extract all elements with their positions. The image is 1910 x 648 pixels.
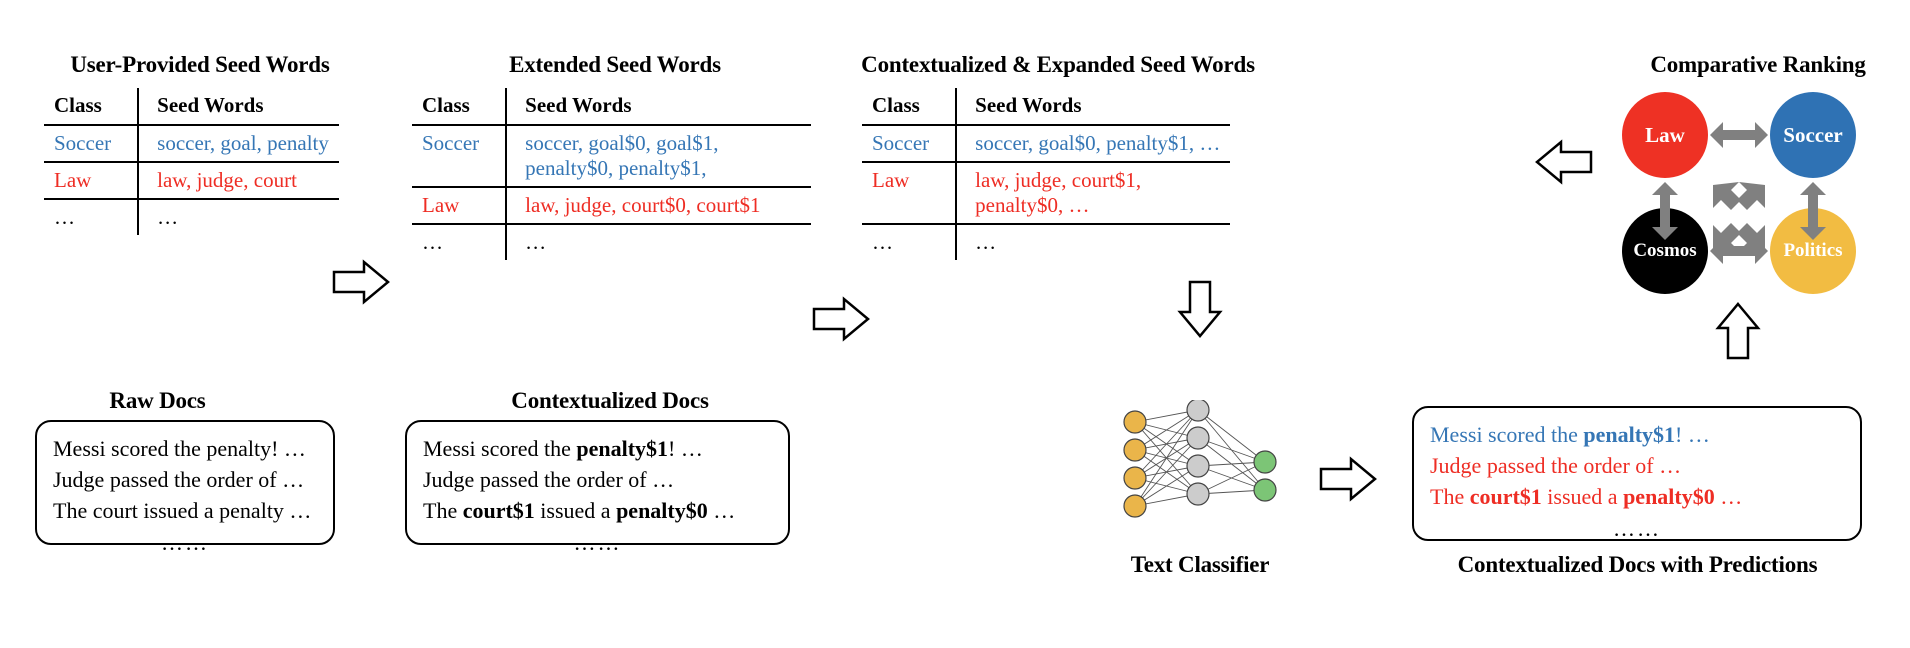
table-row: … … <box>862 224 1231 260</box>
col-header-class: Class <box>412 88 507 126</box>
contextualized-doc-line: Judge passed the order of … <box>423 464 772 495</box>
prediction-doc-line: The court$1 issued a penalty$0 … <box>1430 481 1844 512</box>
col-header-class: Class <box>862 88 957 126</box>
table-header-row: Class Seed Words <box>862 88 1231 126</box>
ranking-node-law[interactable]: Law <box>1622 92 1708 178</box>
col-header-seed-words: Seed Words <box>505 88 812 126</box>
arrow-right-docs-to-classifier <box>810 295 872 343</box>
cell-class: Soccer <box>412 125 507 188</box>
doc-text: ! … <box>1675 422 1710 447</box>
cell-seed-words: … <box>955 224 1231 260</box>
contextualized-docs-title: Contextualized Docs <box>511 388 709 413</box>
doc-text: ! … <box>668 436 703 461</box>
doc-text: issued a <box>534 498 617 524</box>
table-row: … … <box>412 224 812 260</box>
arrow-up-predictions-to-ranking <box>1714 300 1762 362</box>
docs-with-predictions-title: Contextualized Docs with Predictions <box>1457 552 1818 577</box>
arrow-left-ranking-to-seed <box>1533 138 1595 186</box>
text-classifier-title: Text Classifier <box>1130 552 1270 577</box>
cell-class: … <box>872 230 893 254</box>
raw-docs-box: Messi scored the penalty! … Judge passed… <box>35 420 335 555</box>
table-row: … … <box>44 199 339 235</box>
doc-text: The <box>1430 484 1470 510</box>
raw-docs-ellipsis: …… <box>161 529 209 555</box>
ranking-node-soccer[interactable]: Soccer <box>1770 92 1856 178</box>
table-header-row: Class Seed Words <box>412 88 812 126</box>
arrow-right-seed-to-extended <box>330 258 392 306</box>
user-seed-title: User-Provided Seed Words <box>70 52 330 77</box>
contextualized-expanded-seed-table-wrap: Class Seed Words Soccer soccer, goal$0, … <box>862 88 1231 260</box>
doc-text: Judge passed the order of … <box>423 467 675 493</box>
cell-seed-words: law, judge, court$0, court$1 <box>505 187 812 225</box>
comparative-ranking-title: Comparative Ranking <box>1650 52 1866 77</box>
col-header-seed-words: Seed Words <box>137 88 339 126</box>
doc-text: Messi scored the <box>423 436 577 461</box>
text-classifier-network <box>1110 400 1290 520</box>
cell-seed-words: soccer, goal$0, goal$1, penalty$0, penal… <box>505 125 812 188</box>
doc-seedword: penalty$1 <box>576 436 669 461</box>
doc-text: … <box>707 498 736 524</box>
col-header-seed-words: Seed Words <box>955 88 1231 126</box>
cell-seed-words: law, judge, court <box>137 162 339 200</box>
cell-class: Soccer <box>44 125 139 163</box>
extended-seed-table-wrap: Class Seed Words Soccer soccer, goal$0, … <box>412 88 812 260</box>
cell-class: Soccer <box>862 125 957 163</box>
ranking-arrows <box>1652 122 1826 264</box>
prediction-doc-line: Judge passed the order of … <box>1430 450 1844 481</box>
cell-class: … <box>54 205 75 229</box>
cell-class: Law <box>44 162 139 200</box>
cell-class: Law <box>862 162 957 225</box>
table-row: Soccer soccer, goal$0, goal$1, penalty$0… <box>412 125 812 188</box>
contextualized-doc-line: The court$1 issued a penalty$0 … <box>423 495 772 526</box>
predictions-ellipsis: …… <box>1613 515 1661 541</box>
table-row: Law law, judge, court$1, penalty$0, … <box>862 162 1231 225</box>
extended-seed-title: Extended Seed Words <box>509 52 721 77</box>
prediction-doc-line: Messi scored the penalty$1! … <box>1430 419 1844 450</box>
ranking-node-label: Soccer <box>1783 122 1843 147</box>
doc-seedword: court$1 <box>1469 484 1542 510</box>
table-row: Law law, judge, court <box>44 162 339 200</box>
cell-class: … <box>422 230 443 254</box>
cell-seed-words: soccer, goal$0, penalty$1, … <box>955 125 1231 163</box>
table-row: Law law, judge, court$0, court$1 <box>412 187 812 225</box>
ranking-node-label: Law <box>1645 122 1685 147</box>
cell-seed-words: … <box>505 224 812 260</box>
table-row: Soccer soccer, goal, penalty <box>44 125 339 163</box>
col-header-class: Class <box>44 88 139 126</box>
contextualized-docs-ellipsis: …… <box>573 529 622 555</box>
contextualized-docs-box: Messi scored the penalty$1! … Judge pass… <box>405 420 790 555</box>
cell-seed-words: … <box>137 199 339 235</box>
contextualized-expanded-seed-title: Contextualized & Expanded Seed Words <box>861 52 1255 77</box>
extended-seed-table: Class Seed Words Soccer soccer, goal$0, … <box>412 88 812 260</box>
doc-text: Messi scored the <box>1430 422 1584 447</box>
arrow-down-seed-to-classifier <box>1176 278 1224 340</box>
comparative-ranking-graph: Law Soccer Cosmos Politics <box>1618 90 1898 294</box>
doc-seedword: penalty$1 <box>1583 422 1676 447</box>
user-seed-table: Class Seed Words Soccer soccer, goal, pe… <box>44 88 339 235</box>
docs-with-predictions-box: Messi scored the penalty$1! … Judge pass… <box>1412 406 1862 541</box>
doc-seedword: court$1 <box>462 498 535 524</box>
cell-seed-words: soccer, goal, penalty <box>137 125 339 163</box>
table-header-row: Class Seed Words <box>44 88 339 126</box>
raw-doc-line: Judge passed the order of … <box>53 467 305 493</box>
table-row: Soccer soccer, goal$0, penalty$1, … <box>862 125 1231 163</box>
doc-text: … <box>1714 484 1743 510</box>
cell-class: Law <box>412 187 507 225</box>
doc-seedword: penalty$0 <box>1623 484 1715 510</box>
cell-seed-words: law, judge, court$1, penalty$0, … <box>955 162 1231 225</box>
doc-text: The <box>423 498 463 524</box>
raw-docs-title: Raw Docs <box>109 388 206 413</box>
contextualized-expanded-seed-table: Class Seed Words Soccer soccer, goal$0, … <box>862 88 1231 260</box>
doc-seedword: penalty$0 <box>616 498 708 524</box>
doc-text: Judge passed the order of … <box>1430 453 1682 479</box>
raw-doc-line: Messi scored the penalty! … <box>53 436 306 461</box>
contextualized-doc-line: Messi scored the penalty$1! … <box>423 433 772 464</box>
raw-doc-line: The court issued a penalty … <box>53 498 312 524</box>
ranking-node-label: Politics <box>1783 240 1843 261</box>
arrow-right-classifier-to-predictions <box>1317 455 1379 503</box>
user-seed-table-wrap: Class Seed Words Soccer soccer, goal, pe… <box>44 88 339 235</box>
doc-text: issued a <box>1541 484 1624 510</box>
ranking-node-label: Cosmos <box>1633 240 1697 261</box>
